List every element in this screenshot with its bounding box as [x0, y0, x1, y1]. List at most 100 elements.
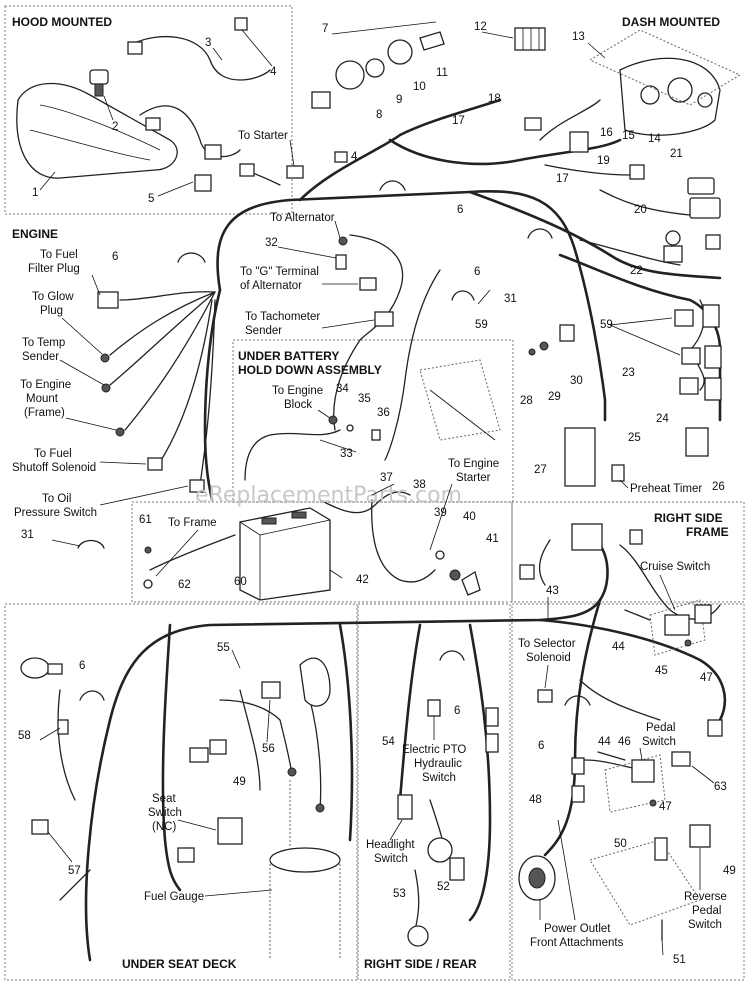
rear-connector-b [485, 733, 499, 753]
callout-8: 8 [376, 109, 382, 121]
bolt-61 [144, 546, 152, 554]
relay-30 [559, 324, 575, 342]
engine-mount-terminal [115, 427, 125, 437]
connector-23e [704, 345, 722, 369]
label-selector-1: To Selector [518, 638, 576, 650]
nut-47b [649, 799, 657, 807]
callout-4a: 4 [270, 66, 277, 78]
callout-26: 26 [712, 481, 725, 493]
callout-44a: 44 [612, 641, 625, 653]
seat-switch [217, 817, 243, 845]
reverse-pedal-switch [689, 824, 711, 848]
connector-27b [611, 464, 625, 482]
label-preheat-timer: Preheat Timer [630, 483, 702, 495]
callout-20: 20 [634, 204, 647, 216]
callout-21: 21 [670, 148, 683, 160]
lens-55 [299, 657, 331, 707]
glow-plug-terminal [100, 353, 110, 363]
g-terminal-connector [359, 277, 377, 291]
washer-39 [435, 550, 445, 560]
label-pto-1: Electric PTO [402, 744, 466, 756]
section-title-hold-down-assembly: HOLD DOWN ASSEMBLY [238, 363, 382, 377]
bracket-50 [654, 837, 668, 861]
cruise-switch [664, 614, 690, 636]
frame-connector-c [519, 564, 535, 580]
callout-52: 52 [437, 881, 450, 893]
light-52 [427, 837, 453, 863]
dash-plug-16 [569, 131, 589, 153]
label-fuel-shutoff-2: Shutoff Solenoid [12, 462, 96, 474]
callout-1: 1 [32, 187, 38, 199]
clamp-31b [527, 228, 553, 239]
section-title-right-side: RIGHT SIDE [654, 511, 723, 525]
callout-39: 39 [434, 507, 447, 519]
main-connector-27 [564, 427, 596, 487]
connector-48b [571, 785, 585, 803]
temp-sender-terminal [101, 383, 111, 393]
callout-49a: 49 [233, 776, 246, 788]
callout-54: 54 [382, 736, 395, 748]
section-title-engine: ENGINE [12, 227, 58, 241]
label-g-terminal-1: To "G" Terminal [240, 266, 319, 278]
power-outlet [518, 855, 556, 901]
callout-42: 42 [356, 574, 369, 586]
callout-28: 28 [520, 395, 533, 407]
callout-59b: 59 [600, 319, 613, 331]
connector-23f [704, 377, 722, 401]
pedal-switch [631, 759, 655, 783]
label-headlight-2: Switch [374, 853, 408, 865]
oil-pressure-connector [189, 479, 205, 493]
callout-31b: 31 [504, 293, 517, 305]
label-temp-2: Sender [22, 351, 59, 363]
callout-12: 12 [474, 21, 487, 33]
engine-block-terminal [328, 415, 338, 425]
headlight-housing [16, 82, 178, 179]
callout-56: 56 [262, 743, 275, 755]
hood-clip [194, 174, 212, 192]
right-side-rear-box [357, 603, 511, 981]
right-side-lower-box [511, 603, 745, 981]
nut-47a [684, 639, 692, 647]
connector-4 [334, 151, 348, 163]
dash-relay-19 [629, 164, 645, 180]
callout-6a: 6 [112, 251, 118, 263]
section-title-right-side-rear: RIGHT SIDE / REAR [364, 957, 477, 971]
headlight-switch [397, 794, 413, 820]
right-side-frame-box [511, 501, 745, 603]
callout-40: 40 [463, 511, 476, 523]
callout-63: 63 [714, 781, 727, 793]
label-oil-1: To Oil [42, 493, 71, 505]
hood-connector-c [234, 17, 248, 31]
under-seat-deck-box [4, 603, 358, 981]
labels: To Starter To Alternator To "G" Terminal… [12, 130, 727, 949]
label-fuel-filter-1: To Fuel [40, 249, 78, 261]
pto-switch-connector [427, 699, 441, 717]
clamp-31 [77, 539, 105, 549]
pedal-connector [671, 751, 691, 767]
label-pedal-2: Switch [642, 736, 676, 748]
section-title-under-battery: UNDER BATTERY [238, 349, 339, 363]
connector-23b [681, 347, 701, 365]
rear-connector-c [449, 857, 465, 881]
terminal-32 [335, 254, 347, 270]
clamp-6c [451, 290, 475, 301]
seat-switch-connector [177, 847, 195, 863]
callout-51: 51 [673, 954, 686, 966]
hood-connector-a [127, 41, 143, 55]
callout-24: 24 [656, 413, 669, 425]
label-seat-2: Switch [148, 807, 182, 819]
alternator-terminal [338, 236, 348, 246]
connector-upper-right [707, 719, 723, 737]
label-engine-mount-3: (Frame) [24, 407, 65, 419]
callout-38: 38 [413, 479, 426, 491]
label-pto-3: Switch [422, 772, 456, 784]
label-seat-3: (NC) [152, 821, 176, 833]
knob-22 [663, 230, 683, 263]
callout-10: 10 [413, 81, 426, 93]
bolt-36 [371, 429, 381, 441]
callout-2: 2 [112, 121, 118, 133]
screw-44b [597, 751, 626, 761]
callout-7: 7 [322, 23, 328, 35]
label-pto-2: Hydraulic [414, 758, 462, 770]
callout-23: 23 [622, 367, 635, 379]
